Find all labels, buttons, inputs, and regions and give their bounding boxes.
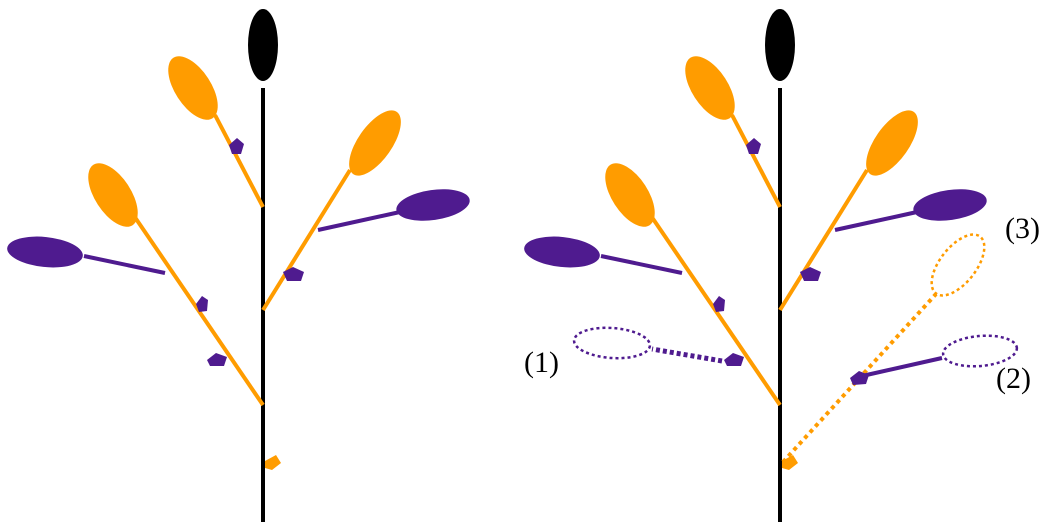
right-panel: (1) (2) (3) <box>524 9 1040 522</box>
branch-upper-left <box>730 114 782 208</box>
leaf-upper-left <box>168 56 218 120</box>
potential-branch-1 <box>651 346 723 364</box>
branch-upper-right <box>778 168 869 312</box>
label-1: (1) <box>524 346 559 379</box>
apical-bud <box>248 9 278 81</box>
leaf-lower-left <box>88 163 138 227</box>
bud-right-mid <box>800 267 821 281</box>
left-panel <box>7 9 470 522</box>
branch-lower-left <box>645 208 782 407</box>
leaf-purple-right <box>913 189 987 221</box>
leaf-purple-right <box>396 189 470 221</box>
leaf-lower-left <box>605 163 655 227</box>
leaf-upper-left <box>685 56 735 120</box>
bud-left-mid <box>713 296 725 312</box>
branch-purple-left <box>83 254 166 275</box>
bud-upper-left <box>229 138 244 154</box>
leaf-upper-right <box>866 110 918 176</box>
bud-left-low <box>724 353 744 366</box>
bud-upper-left <box>746 138 761 154</box>
potential-branch-2 <box>861 356 943 378</box>
branch-purple-right <box>317 210 401 232</box>
potential-leaf-3 <box>930 233 986 297</box>
potential-leaf-1 <box>572 326 652 360</box>
branch-lower-left <box>128 208 265 407</box>
leaf-purple-left <box>524 236 600 268</box>
branch-purple-left <box>600 254 683 275</box>
bud-basal-orange <box>782 455 798 470</box>
leaf-upper-right <box>349 110 401 176</box>
bud-right-mid <box>283 267 304 281</box>
bud-left-low <box>207 353 227 366</box>
branch-upper-right <box>261 168 352 312</box>
potential-leaf-2 <box>941 334 1019 368</box>
apical-bud <box>765 9 795 81</box>
label-3: (3) <box>1005 212 1040 245</box>
branch-upper-left <box>213 114 265 208</box>
bud-basal-orange <box>265 455 281 470</box>
branch-purple-right <box>834 210 918 232</box>
bud-left-mid <box>196 296 208 312</box>
label-2: (2) <box>996 362 1031 395</box>
leaf-purple-left <box>7 236 83 268</box>
